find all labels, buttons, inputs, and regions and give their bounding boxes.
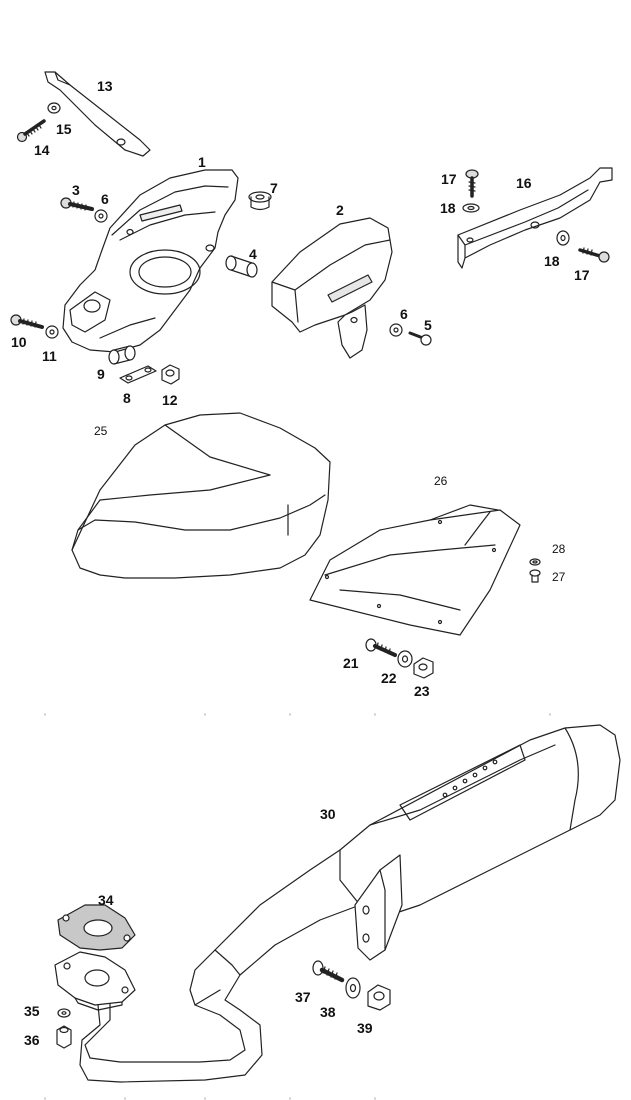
callout-30: 30 <box>320 806 336 822</box>
callout-34: 34 <box>98 892 114 908</box>
bolt-3 <box>60 197 94 211</box>
cover-2 <box>271 217 393 359</box>
exhaust-flange <box>54 951 136 1011</box>
nut-23 <box>413 657 434 679</box>
callout-11: 11 <box>42 348 57 364</box>
callout-36: 36 <box>24 1032 40 1048</box>
callout-2: 2 <box>336 202 344 218</box>
nut-36 <box>56 1025 72 1049</box>
bracket-16 <box>457 167 613 269</box>
callout-28: 28 <box>552 542 566 556</box>
callout-37: 37 <box>295 989 311 1005</box>
nut-12 <box>161 364 180 385</box>
callout-16: 16 <box>516 175 532 191</box>
washer-22 <box>397 650 413 668</box>
seat-25 <box>71 412 331 579</box>
callout-39: 39 <box>357 1020 373 1036</box>
exhaust-30 <box>79 724 621 1083</box>
spacer-4 <box>225 255 258 278</box>
callout-4: 4 <box>249 246 257 262</box>
separator-dots <box>44 713 551 1100</box>
sleeve-9 <box>108 345 136 365</box>
washer-28 <box>529 558 541 566</box>
plate-26 <box>309 504 521 636</box>
callout-10: 10 <box>11 334 27 350</box>
callout-21: 21 <box>343 655 359 671</box>
washer-15 <box>47 102 61 114</box>
washer-18b <box>556 230 570 246</box>
screw-14 <box>16 119 46 143</box>
grommet-7 <box>248 191 272 211</box>
callout-6b: 6 <box>400 306 408 322</box>
bolt-10 <box>10 314 44 329</box>
callout-35: 35 <box>24 1003 40 1019</box>
callout-7: 7 <box>270 180 278 196</box>
screw-27 <box>529 569 541 583</box>
screw-17a <box>465 169 479 198</box>
callout-9: 9 <box>97 366 105 382</box>
plate-8 <box>119 365 157 384</box>
bracket-13 <box>44 71 151 157</box>
gasket-34 <box>57 904 136 951</box>
callout-17b: 17 <box>574 267 590 283</box>
callout-23: 23 <box>414 683 430 699</box>
callout-17a: 17 <box>441 171 457 187</box>
callout-14: 14 <box>34 142 50 158</box>
callout-18b: 18 <box>544 253 560 269</box>
callout-27: 27 <box>552 570 566 584</box>
washer-38 <box>345 977 361 999</box>
washer-6b <box>389 323 403 337</box>
washer-6a <box>94 209 108 223</box>
callout-26: 26 <box>434 474 448 488</box>
screw-5 <box>408 331 432 346</box>
washer-35 <box>57 1008 71 1018</box>
callout-8: 8 <box>123 390 131 406</box>
callout-13: 13 <box>97 78 113 94</box>
callout-3: 3 <box>72 182 80 198</box>
cover-1 <box>62 169 239 353</box>
washer-11 <box>45 325 59 339</box>
callout-18a: 18 <box>440 200 456 216</box>
bolt-37 <box>312 960 345 983</box>
callout-5: 5 <box>424 317 432 333</box>
screw-17b <box>578 247 610 263</box>
washer-18a <box>462 203 480 213</box>
bolt-21 <box>365 638 397 657</box>
callout-22: 22 <box>381 670 397 686</box>
callout-15: 15 <box>56 121 72 137</box>
callout-6a: 6 <box>101 191 109 207</box>
callout-38: 38 <box>320 1004 336 1020</box>
callout-1: 1 <box>198 154 206 170</box>
nut-39 <box>367 984 391 1011</box>
callout-25: 25 <box>94 424 108 438</box>
callout-12: 12 <box>162 392 178 408</box>
